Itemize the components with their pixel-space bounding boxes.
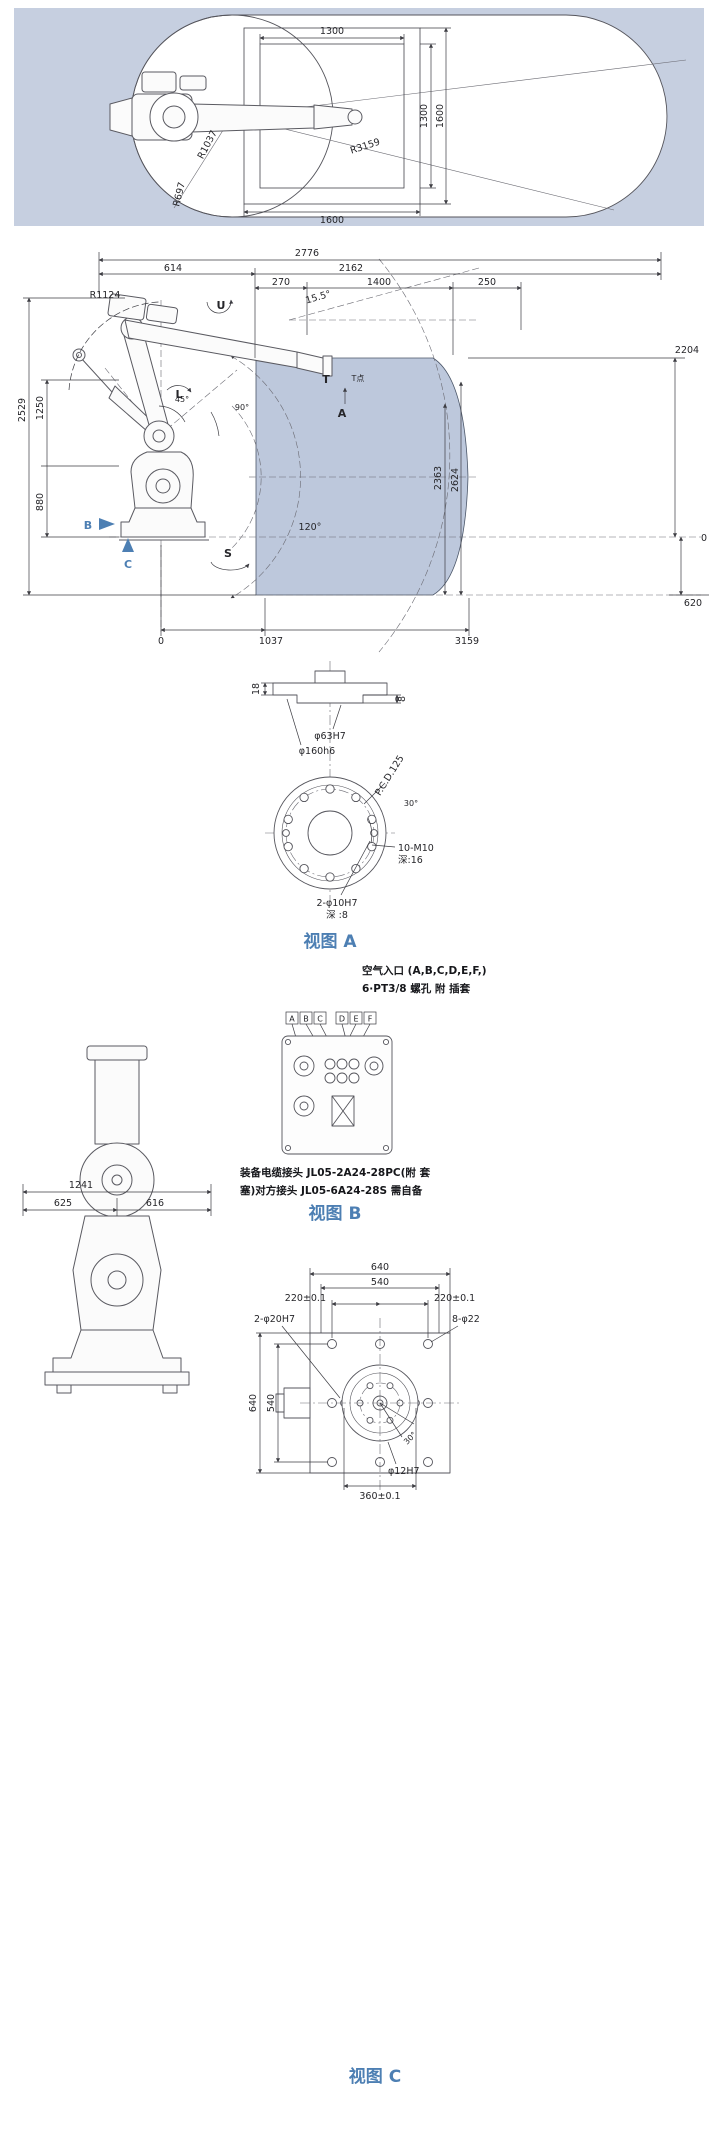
dim-2529: 2529 xyxy=(17,398,28,422)
dim-270: 270 xyxy=(272,277,290,288)
dim-2363: 2363 xyxy=(433,466,444,490)
dim-616: 616 xyxy=(146,1198,164,1209)
dim-bottom-1600: 1600 xyxy=(320,215,344,226)
dim-220-left: 220±0.1 xyxy=(285,1293,326,1304)
dowel-depth-label: 深 :8 xyxy=(326,910,348,921)
side-view-drawing: 2776 614 2162 270 1400 250 R1124 15.5° 2… xyxy=(17,248,709,653)
base-plate-art xyxy=(275,1318,460,1490)
air-inlet-note-line2: 6·PT3/8 螺孔 附 插套 xyxy=(362,982,471,995)
flange-face xyxy=(265,776,395,890)
s-axis-arrow-icon xyxy=(210,561,250,571)
flange-profile-dims xyxy=(261,682,401,746)
dim-2776: 2776 xyxy=(295,248,319,259)
view-a-arrow-label: A xyxy=(338,407,347,420)
rear-elevation-dims xyxy=(22,1184,212,1216)
rear-elevation-drawing: 1241 625 616 xyxy=(22,1045,212,1394)
angle-90: 90° xyxy=(235,403,249,412)
angle-15-5: 15.5° xyxy=(304,289,332,307)
axis-s-label: S xyxy=(224,547,232,560)
view-a-drawing: 18 8 φ63H7 φ160h6 P.C.D.125 30° 10-M10 深… xyxy=(251,661,434,952)
port-label-b: B xyxy=(303,1015,309,1024)
tap-holes-label: 10-M10 xyxy=(398,843,434,854)
dim-880: 880 xyxy=(35,493,46,511)
u-axis-arrow-icon xyxy=(206,299,234,314)
l-axis-arrow-icon xyxy=(166,385,192,393)
dim-2624: 2624 xyxy=(450,468,461,492)
dim-620: 620 xyxy=(684,598,702,609)
dim-1037: 1037 xyxy=(259,636,283,647)
dim-8: 8 xyxy=(397,696,408,702)
angle-30: 30° xyxy=(404,799,418,808)
arc-120 xyxy=(230,355,301,599)
base-plate-dims xyxy=(256,1268,459,1490)
view-c-drawing: 640 540 220±0.1 220±0.1 2-φ20H7 8-φ22 64… xyxy=(248,1262,480,1502)
axis-t-label: T xyxy=(322,373,330,386)
datum-zero-bottom: 0 xyxy=(158,636,164,647)
dim-1241: 1241 xyxy=(69,1180,93,1191)
dim-18: 18 xyxy=(251,683,262,695)
cable-note-line2: 塞)对方接头 JL05-6A24-28S 需自备 xyxy=(239,1184,423,1197)
dim-250: 250 xyxy=(478,277,496,288)
dim-220-right: 220±0.1 xyxy=(434,1293,475,1304)
radius-r1124: R1124 xyxy=(90,290,121,301)
view-c-arrow-label: C xyxy=(124,558,132,571)
dim-1400: 1400 xyxy=(367,277,391,288)
envelope-arcs xyxy=(104,258,701,653)
connector-panel-art xyxy=(281,1035,393,1155)
robot-top-art xyxy=(109,71,363,142)
dia-12h7: φ12H7 xyxy=(388,1466,420,1477)
dia-63h7: φ63H7 xyxy=(314,731,346,742)
view-b-title: 视图 B xyxy=(309,1203,362,1224)
side-view-dimensions xyxy=(23,252,709,636)
dim-540-top: 540 xyxy=(371,1277,389,1288)
dim-2204: 2204 xyxy=(675,345,699,356)
dim-top-1300: 1300 xyxy=(320,26,344,37)
port-label-f: F xyxy=(368,1015,373,1024)
view-b-arrow-icon xyxy=(99,518,115,530)
robot-rear-art xyxy=(44,1045,190,1394)
dim-3159: 3159 xyxy=(455,636,479,647)
dim-360: 360±0.1 xyxy=(359,1491,400,1502)
dowel-holes-c-label: 2-φ20H7 xyxy=(254,1314,295,1325)
top-view-drawing: 1300 1300 1600 1600 R1037 R697 R3159 xyxy=(14,8,704,226)
dim-2162: 2162 xyxy=(339,263,363,274)
flange-face-leaders xyxy=(340,782,396,896)
view-b-arrow-label: B xyxy=(84,519,92,532)
cable-note-line1: 装备电缆接头 JL05-2A24-28PC(附 套 xyxy=(239,1166,431,1179)
port-label-c: C xyxy=(317,1015,323,1024)
flange-profile xyxy=(272,670,388,704)
dim-640-top: 640 xyxy=(371,1262,389,1273)
view-direction-arrows xyxy=(99,299,348,571)
dim-625: 625 xyxy=(54,1198,72,1209)
robot-side-art xyxy=(72,293,333,541)
mount-holes-label: 8-φ22 xyxy=(452,1314,480,1325)
dim-right-1300: 1300 xyxy=(419,104,430,128)
port-label-d: D xyxy=(339,1015,345,1024)
dowel-holes-label: 2-φ10H7 xyxy=(316,898,357,909)
top-view-dimensions xyxy=(243,27,451,216)
view-c-title: 视图 C xyxy=(348,2067,402,2087)
dim-right-1600: 1600 xyxy=(435,104,446,128)
port-label-e: E xyxy=(353,1015,358,1024)
view-a-title: 视图 A xyxy=(303,931,357,952)
dim-1250: 1250 xyxy=(35,396,46,420)
dim-640-left: 640 xyxy=(248,1394,259,1412)
view-b-drawing: 空气入口 (A,B,C,D,E,F,) 6·PT3/8 螺孔 附 插套 A B … xyxy=(239,964,487,1224)
angle-45: 45° xyxy=(175,395,189,404)
dim-540-left: 540 xyxy=(266,1394,277,1412)
port-label-a: A xyxy=(289,1015,295,1024)
air-inlet-note-line1: 空气入口 (A,B,C,D,E,F,) xyxy=(362,964,487,977)
tap-depth-label: 深:16 xyxy=(398,855,423,866)
axis-u-label: U xyxy=(217,299,226,312)
point-t-label: T点 xyxy=(351,374,365,383)
datum-zero-right: 0 xyxy=(701,533,707,544)
pcd-125: P.C.D.125 xyxy=(373,754,406,798)
dia-160h6: φ160h6 xyxy=(299,746,335,757)
view-c-arrow-icon xyxy=(122,538,134,552)
axis-l-label: L xyxy=(175,388,182,401)
angle-120: 120° xyxy=(299,522,322,533)
dim-614: 614 xyxy=(164,263,182,274)
